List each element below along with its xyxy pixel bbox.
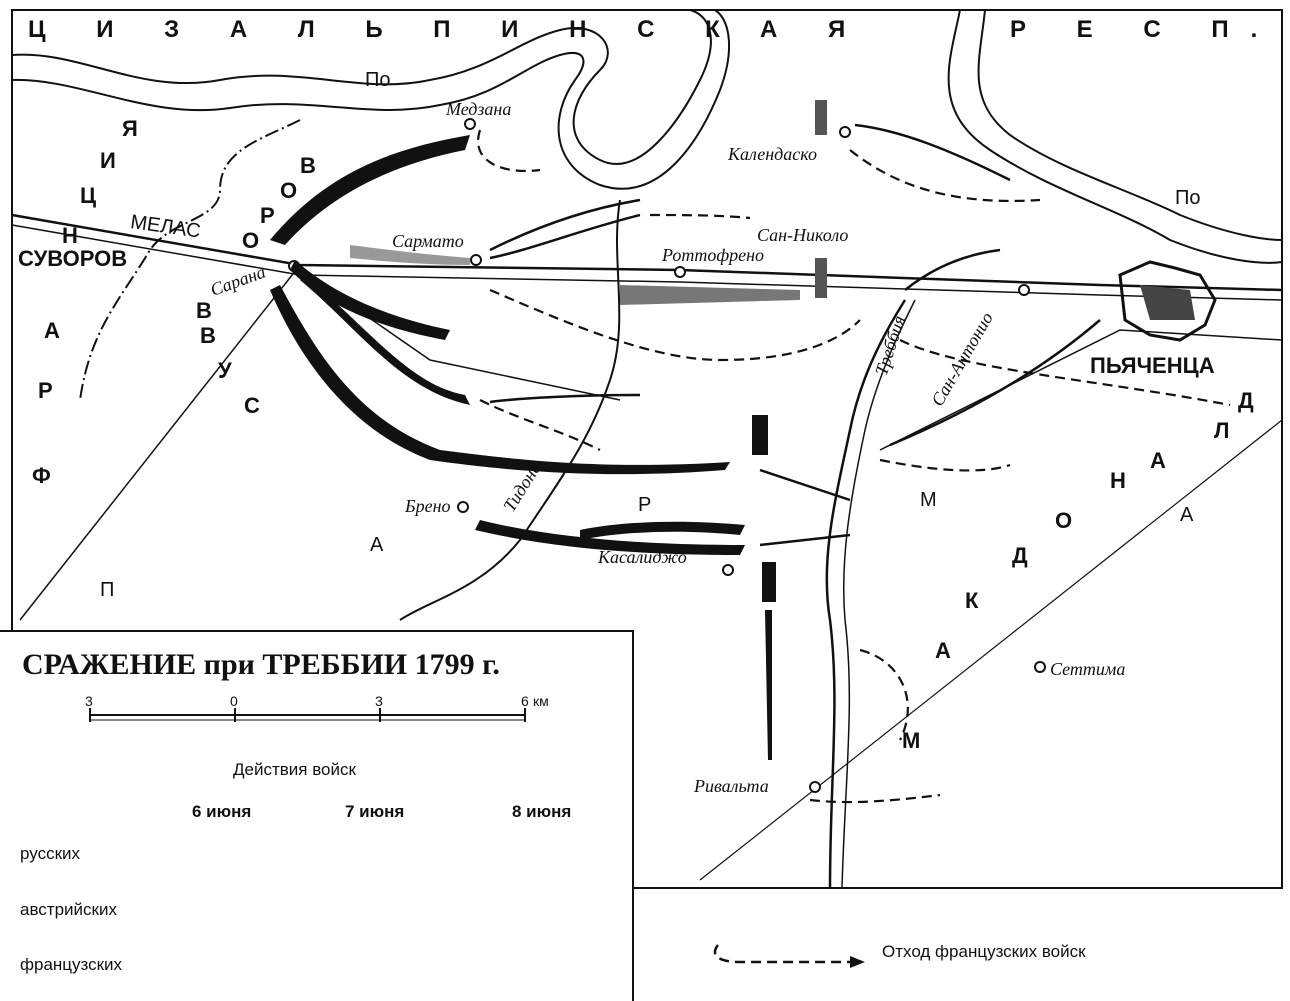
town-rivalta: Ривальта — [694, 776, 769, 796]
franciya-letter: Я — [122, 116, 138, 141]
russian-arrows — [270, 135, 776, 760]
region-cisalpine-3: Р Е С П. — [1010, 16, 1280, 43]
makdonald-letter: Н — [1110, 468, 1126, 493]
town-settima: Сеттима — [1050, 659, 1126, 679]
letter-a: А — [370, 534, 384, 556]
austrian-arrows — [350, 100, 827, 305]
border-line — [79, 119, 301, 401]
franciya-letter: А — [44, 318, 60, 343]
scale-unit: км — [533, 693, 549, 709]
legend-row-austrian: австрийских — [20, 900, 117, 919]
legend-day-8: 8 июня — [512, 802, 572, 821]
makdonald-letter: О — [1055, 508, 1073, 533]
legend-title: СРАЖЕНИЕ при ТРЕББИИ 1799 г. — [22, 648, 500, 681]
legend-section-title: Действия войск — [233, 760, 356, 779]
region-cisalpine-1: Ц И З А Л Ь П И Н С К — [28, 16, 742, 43]
suvorov-letter: О — [242, 228, 260, 253]
scale-tick: 0 — [230, 693, 238, 709]
suvorov-letter: У — [218, 358, 232, 383]
makdonald-letter: Д — [1238, 388, 1254, 413]
franciya-letter: И — [100, 148, 116, 173]
tidone-river — [399, 199, 621, 621]
legend-retreat: Отход французских войск — [882, 942, 1086, 961]
scale-tick: 6 — [521, 693, 529, 709]
letter-r: Р — [638, 494, 652, 516]
suvorov-letter: С — [244, 393, 260, 418]
suvorov-letter: В — [196, 298, 212, 323]
commander-suvorov: СУВОРОВ — [18, 246, 128, 271]
po-river-west — [11, 9, 712, 165]
scale-bar — [89, 708, 526, 722]
suvorov-letter: О — [280, 178, 298, 203]
town-breno: Брено — [405, 496, 451, 516]
makdonald-letter: Д — [1012, 543, 1028, 568]
town-sarmato: Сармато — [392, 231, 464, 251]
suvorov-letter: В — [200, 323, 216, 348]
trebbia-river — [825, 299, 907, 889]
legend-day-7: 7 июня — [345, 802, 405, 821]
scale-tick: 3 — [375, 693, 383, 709]
legend-row-french: французских — [20, 955, 123, 974]
letter-a2: А — [1180, 504, 1194, 526]
town-kalendasko: Календаско — [728, 144, 817, 164]
town-san-nikolo: Сан-Николо — [757, 225, 849, 245]
franciya-letter: Р — [38, 378, 53, 403]
main-road — [11, 213, 1283, 292]
town-kasalidzho: Касалиджо — [598, 547, 687, 567]
letter-p: П — [100, 579, 115, 601]
scale-tick: 3 — [85, 693, 93, 709]
franciya-letter: Н — [62, 223, 78, 248]
makdonald-letter: А — [935, 638, 951, 663]
po-river-east — [947, 9, 1283, 264]
franciya-letter: Ф — [32, 463, 51, 488]
makdonald-letter: К — [965, 588, 979, 613]
french-arrows — [489, 123, 1101, 547]
town-rottofreno: Роттофрено — [662, 245, 765, 265]
legend-row-russian: русских — [20, 844, 81, 863]
franciya-letter: Ц — [80, 183, 97, 208]
region-cisalpine-2: А Я — [760, 16, 868, 43]
legend-panel — [0, 630, 634, 1001]
makdonald-letter: А — [1150, 448, 1166, 473]
makdonald-letter: М — [902, 728, 921, 753]
town-medzana: Медзана — [446, 99, 512, 119]
letter-m: М — [920, 489, 937, 511]
retreat-lines — [477, 129, 1231, 804]
town-piacenza: ПЬЯЧЕНЦА — [1090, 353, 1215, 378]
legend-day-6: 6 июня — [192, 802, 252, 821]
makdonald-letter: Л — [1214, 418, 1230, 443]
suvorov-letter: Р — [260, 203, 275, 228]
suvorov-letter: В — [300, 153, 316, 178]
river-po-east: По — [1175, 187, 1201, 209]
river-po-west: По — [365, 69, 391, 91]
piacenza-fortress — [1118, 260, 1217, 342]
